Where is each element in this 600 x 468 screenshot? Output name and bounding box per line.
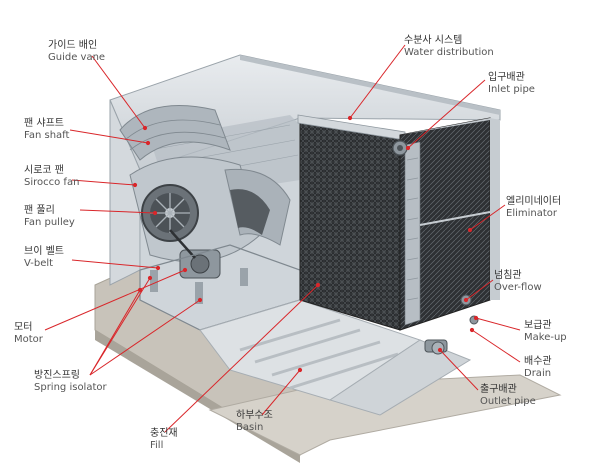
label-motor-en: Motor	[14, 334, 43, 345]
leader-lines	[44, 44, 521, 433]
label-guide-vane-en: Guide vane	[48, 52, 106, 63]
label-inlet-pipe-ko: 입구배관	[488, 72, 525, 83]
label-makeup-ko: 보급관	[524, 320, 552, 331]
label-outlet-pipe-en: Outlet pipe	[480, 396, 536, 407]
label-water-distribution-en: Water distribution	[404, 47, 494, 58]
label-spring-isolator-ko: 방진스프링	[34, 370, 80, 381]
fill-media	[297, 114, 406, 331]
label-water-distribution: 수분사 시스템 Water distribution	[404, 35, 494, 59]
label-eliminator: 엘리미네이터 Eliminator	[506, 196, 561, 220]
label-fill: 충진재 Fill	[150, 428, 178, 452]
fan-pulley-wheel	[141, 184, 199, 242]
label-fan-pulley-ko: 팬 풀리	[24, 205, 55, 216]
label-overflow: 넘침관 Over-flow	[494, 270, 542, 294]
label-basin: 하부수조 Basin	[236, 410, 273, 434]
label-v-belt: 브이 벨트 V-belt	[24, 246, 64, 270]
label-motor: 모터 Motor	[14, 322, 43, 346]
label-v-belt-en: V-belt	[24, 258, 54, 269]
label-guide-vane: 가이드 배인 Guide vane	[48, 40, 105, 64]
label-sirocco-fan: 시로코 팬 Sirocco fan	[24, 165, 79, 189]
label-inlet-pipe: 입구배관 Inlet pipe	[488, 72, 535, 96]
label-outlet-pipe: 출구배관 Outlet pipe	[480, 384, 536, 408]
label-overflow-en: Over-flow	[494, 282, 542, 293]
label-basin-ko: 하부수조	[236, 410, 273, 421]
label-eliminator-en: Eliminator	[506, 208, 558, 219]
label-makeup: 보급관 Make-up	[524, 320, 567, 344]
label-fan-shaft-ko: 팬 샤프트	[24, 118, 64, 129]
label-fan-shaft-en: Fan shaft	[24, 130, 70, 141]
guide-vane-hood	[119, 105, 231, 161]
label-makeup-en: Make-up	[524, 332, 567, 343]
label-sirocco-fan-en: Sirocco fan	[24, 177, 80, 188]
label-fan-pulley: 팬 풀리 Fan pulley	[24, 205, 75, 229]
label-outlet-pipe-ko: 출구배관	[480, 384, 517, 395]
label-basin-en: Basin	[236, 422, 264, 433]
label-spring-isolator: 방진스프링 Spring isolator	[34, 370, 107, 394]
label-motor-ko: 모터	[14, 322, 33, 333]
label-fill-ko: 충진재	[150, 428, 178, 439]
label-drain-ko: 배수관	[524, 356, 552, 367]
label-fan-shaft: 팬 샤프트 Fan shaft	[24, 118, 69, 142]
label-overflow-ko: 넘침관	[494, 270, 522, 281]
motor-assembly	[139, 229, 301, 331]
label-fan-pulley-en: Fan pulley	[24, 217, 75, 228]
label-drain: 배수관 Drain	[524, 356, 552, 380]
basin-floor	[199, 299, 472, 416]
label-water-distribution-ko: 수분사 시스템	[404, 35, 463, 46]
label-spring-isolator-en: Spring isolator	[34, 382, 107, 393]
coil-eliminator	[399, 117, 500, 331]
label-drain-en: Drain	[524, 368, 552, 379]
label-v-belt-ko: 브이 벨트	[24, 246, 64, 257]
label-fill-en: Fill	[150, 440, 164, 451]
label-guide-vane-ko: 가이드 배인	[48, 40, 98, 51]
label-inlet-pipe-en: Inlet pipe	[488, 84, 535, 95]
label-sirocco-fan-ko: 시로코 팬	[24, 165, 64, 176]
concrete-base	[94, 259, 562, 463]
label-eliminator-ko: 엘리미네이터	[506, 196, 562, 207]
